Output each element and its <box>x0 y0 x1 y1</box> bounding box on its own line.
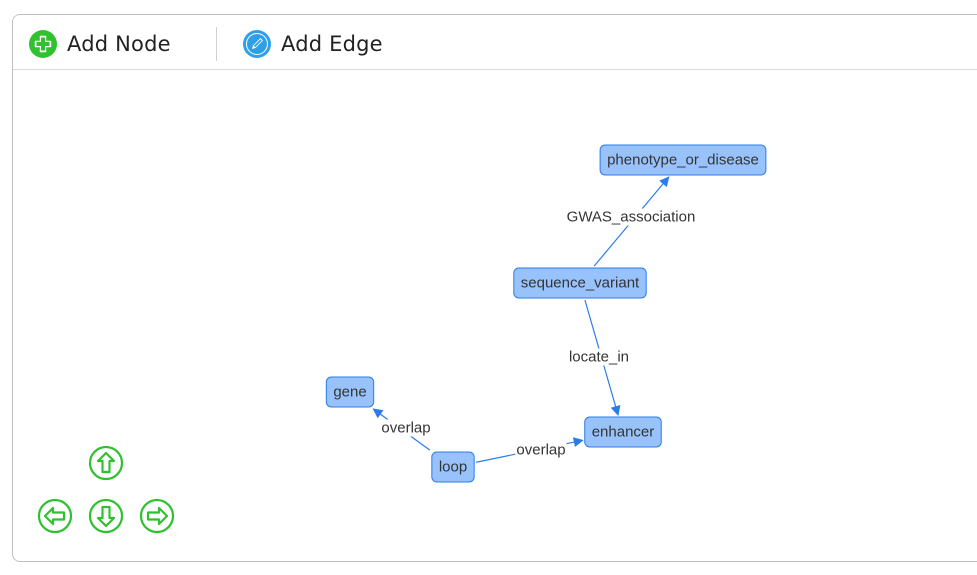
nav-left-button[interactable] <box>37 498 73 534</box>
edit-pencil-icon <box>243 30 271 58</box>
nodes-layer: phenotype_or_disease sequence_variantenha… <box>325 144 767 483</box>
node-label: phenotype_or_disease <box>607 152 759 169</box>
graph-node-gene[interactable]: gene <box>325 376 375 408</box>
node-box[interactable] <box>431 451 475 483</box>
nav-down-button[interactable] <box>88 498 124 534</box>
edge-label: locate_in <box>569 349 629 366</box>
plus-circle-icon <box>29 30 57 58</box>
arrow-up-icon <box>88 445 124 481</box>
edge-label-background <box>515 441 567 459</box>
graph-node-phenotype-or-disease[interactable]: phenotype_or_disease <box>599 144 767 176</box>
edge-label: overlap <box>381 420 430 437</box>
add-edge-label: Add Edge <box>281 32 383 56</box>
node-label: gene <box>333 384 366 401</box>
edge-label: overlap <box>516 442 565 459</box>
edge-label-background <box>567 348 631 366</box>
nav-up-button[interactable] <box>88 445 124 481</box>
node-label: sequence_variant <box>521 275 640 292</box>
arrow-right-icon <box>139 498 175 534</box>
graph-node-enhancer[interactable]: enhancer <box>584 416 662 448</box>
graph-node-loop[interactable]: loop <box>431 451 475 483</box>
node-label: enhancer <box>592 424 655 441</box>
node-box[interactable] <box>599 144 767 176</box>
edge-label-background <box>380 419 432 437</box>
node-box[interactable] <box>513 267 647 299</box>
graph-view[interactable]: GWAS_associationlocate_inoverlapoverlap … <box>13 70 977 562</box>
edge-label-background <box>565 208 697 226</box>
node-box[interactable] <box>584 416 662 448</box>
add-node-button[interactable]: Add Node <box>28 27 171 61</box>
add-edge-button[interactable]: Add Edge <box>242 27 383 61</box>
node-box[interactable] <box>325 376 375 408</box>
toolbar-separator <box>216 27 217 61</box>
add-node-label: Add Node <box>67 32 171 56</box>
arrow-down-icon <box>88 498 124 534</box>
nav-right-button[interactable] <box>139 498 175 534</box>
graph-node-sequence-variant[interactable]: sequence_variant <box>513 267 647 299</box>
node-label: loop <box>439 459 467 476</box>
edge-label: GWAS_association <box>567 209 696 226</box>
arrow-left-icon <box>37 498 73 534</box>
toolbar: Add Node Add Edge <box>13 15 977 70</box>
